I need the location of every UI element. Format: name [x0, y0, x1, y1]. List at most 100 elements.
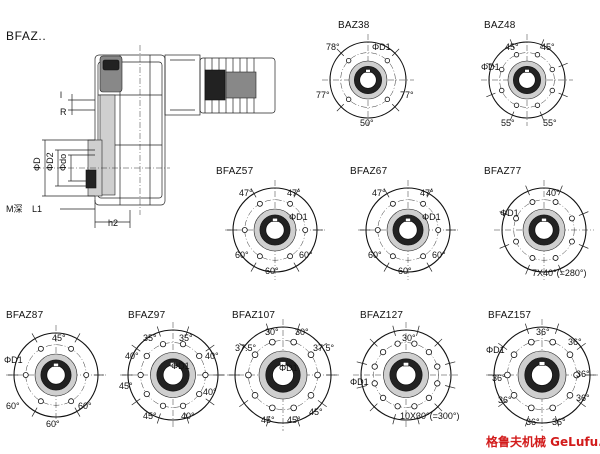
angle-leader — [205, 344, 215, 352]
angle-leader — [31, 407, 38, 417]
dim-phi-d2: ΦD2 — [45, 152, 55, 171]
bolt-hole — [307, 351, 315, 358]
angle-leader — [293, 262, 300, 272]
angle-label: 36° — [576, 393, 590, 403]
angle-label: ΦD1 — [500, 208, 519, 218]
angle-leader — [250, 262, 257, 272]
angle-leader — [74, 333, 81, 343]
angle-label: 45° — [143, 411, 157, 421]
bolt-circle — [373, 342, 439, 408]
keyway — [524, 69, 530, 73]
angle-leader — [434, 338, 443, 347]
bolt-hole — [434, 363, 441, 370]
angle-label: 36° — [492, 373, 506, 383]
angle-leader — [391, 48, 400, 57]
bolt-hole — [307, 392, 315, 399]
angle-label: 60° — [299, 250, 313, 260]
bolt-hole — [552, 199, 559, 205]
angle-leader — [578, 211, 589, 216]
angle-label: 40° — [203, 387, 217, 397]
angle-leader — [317, 400, 327, 408]
bolt-hole — [411, 340, 418, 347]
bolt-hole — [499, 66, 505, 73]
keyway — [365, 69, 371, 73]
bolt-hole — [384, 57, 391, 64]
bolt-hole — [434, 380, 441, 387]
angle-leader — [498, 400, 508, 408]
angle-label: 60° — [235, 250, 249, 260]
bolt-hole — [37, 398, 44, 405]
angle-leader — [74, 407, 81, 417]
bolt-hole — [394, 403, 401, 410]
bolt-hole — [374, 227, 381, 233]
bolt-hole — [345, 96, 352, 103]
dim-l1: L1 — [32, 204, 42, 214]
bolt-hole — [179, 341, 187, 348]
angle-label: 47° — [239, 188, 253, 198]
bolt-hole — [549, 66, 555, 73]
dim-h2: h2 — [108, 218, 118, 228]
angle-leader — [445, 385, 456, 389]
bolt-hole — [379, 348, 387, 356]
angle-leader — [426, 262, 433, 272]
dim-m-thread: M深 — [6, 204, 23, 214]
angle-label: ΦD1 — [171, 361, 190, 371]
angle-label: ΦD1 — [4, 355, 23, 365]
bolt-hole — [569, 238, 575, 245]
keyway — [53, 362, 59, 367]
angle-leader — [558, 185, 563, 196]
angle-leader — [239, 400, 249, 408]
angle-leader — [185, 326, 190, 337]
angle-leader — [239, 342, 249, 350]
angle-leader — [524, 323, 529, 335]
angle-leader — [558, 92, 568, 98]
angle-leader — [156, 413, 161, 424]
shaft-bore — [531, 364, 553, 386]
gear-motor-side-view: l R ΦD ΦD2 Φdo M深 L1 h2 — [6, 45, 276, 228]
angle-label: ΦD1 — [279, 363, 298, 373]
bolt-circle — [499, 52, 555, 108]
angle-label: ΦD1 — [289, 212, 308, 222]
bolt-hole — [435, 227, 442, 233]
bolt-hole — [573, 371, 580, 379]
bolt-hole — [420, 253, 427, 260]
dim-phi-d: ΦD — [32, 157, 42, 171]
angle-leader — [369, 338, 378, 347]
angle-label: 45° — [309, 407, 323, 417]
bolt-hole — [159, 402, 167, 409]
bolt-hole — [384, 96, 391, 103]
angle-leader — [499, 211, 510, 216]
bolt-hole — [68, 345, 75, 352]
angle-leader — [426, 188, 433, 198]
angle-label: 35° — [143, 333, 157, 343]
bolt-hole — [379, 394, 387, 402]
angle-label: 40° — [205, 351, 219, 361]
angle-label: 45° — [119, 381, 133, 391]
angle-leader — [356, 361, 367, 365]
angle-label: 60° — [46, 419, 60, 429]
angle-leader — [578, 244, 589, 249]
bolt-hole — [504, 371, 511, 379]
angle-label: 36° — [576, 369, 590, 379]
bolt-hole — [287, 253, 294, 260]
angle-leader — [434, 403, 443, 412]
bolt-hole — [510, 351, 518, 358]
angle-leader — [336, 48, 345, 57]
angle-label: 40° — [181, 411, 195, 421]
flange-title: BFAZ127 — [360, 310, 403, 321]
bolt-hole — [202, 371, 209, 379]
angle-leader — [31, 333, 38, 343]
angle-leader — [525, 264, 530, 275]
bolt-hole — [389, 253, 396, 260]
angle-leader — [250, 188, 257, 198]
bolt-hole — [287, 200, 294, 207]
angle-leader — [416, 414, 420, 425]
angle-leader — [509, 111, 515, 121]
angle-label: 45° — [52, 333, 66, 343]
angle-label: 36° — [536, 327, 550, 337]
bolt-hole — [83, 372, 90, 378]
bolt-circle — [340, 52, 396, 108]
